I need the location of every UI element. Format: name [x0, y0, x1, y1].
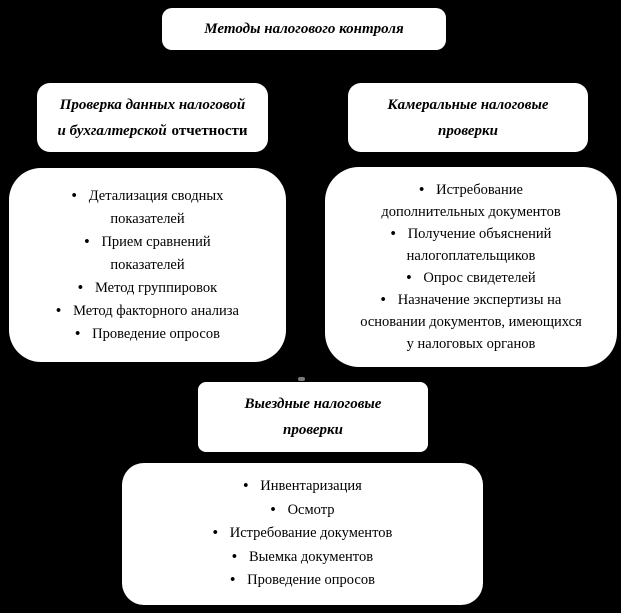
connector-stub [298, 377, 305, 381]
bullet-icon: • [212, 525, 218, 542]
header-line-italic-part: и бухгалтерской [57, 122, 167, 139]
title-box: Методы налогового контроля [162, 8, 446, 50]
list-item: • Выемка документов [222, 546, 383, 570]
list-item: • Опрос свидетелей [396, 267, 545, 289]
bullet-icon: • [380, 292, 386, 308]
list-box-reporting-methods: • Детализация сводных показателей • Прием … [9, 168, 286, 362]
header-line: проверки [283, 422, 343, 438]
header-box-reporting-check: Проверка данных налоговой и бухгалтерско… [37, 83, 268, 152]
bullet-icon: • [75, 325, 81, 342]
list-item-text: Опрос свидетелей [423, 270, 536, 286]
bullet-icon: • [230, 572, 236, 589]
list-item-text: Детализация сводных показателей [88, 187, 224, 227]
list-item: • Метод группировок [68, 277, 227, 300]
list-item: • Метод факторного анализа [46, 300, 249, 323]
list-item-text: Истребование документов [229, 525, 393, 542]
list-item-text: Метод факторного анализа [73, 302, 239, 319]
list-item-text: Истребование дополнительных документов [381, 182, 561, 220]
bullet-icon: • [406, 270, 412, 286]
list-item-text: Прием сравнений показателей [101, 233, 211, 273]
list-item: • Прием сравнений показателей [74, 231, 220, 277]
list-box-field-methods: • Инвентаризация • Осмотр • Истребование до… [122, 463, 483, 605]
list-item-text: Проведение опросов [92, 325, 220, 342]
bullet-icon: • [56, 302, 62, 319]
bullet-icon: • [71, 187, 77, 204]
list-item-text: Осмотр [287, 501, 335, 518]
list-item: • Проведение опросов [65, 323, 230, 346]
list-item: •Истребование дополнительных документов [371, 179, 570, 223]
header-box-cameral-audits: Камеральные налоговые проверки [348, 83, 588, 152]
list-item-text: Получение объяснений налогоплательщиков [406, 226, 552, 264]
bullet-icon: • [243, 478, 249, 495]
list-item: • Проведение опросов [220, 569, 385, 593]
list-item: • Детализация сводных показателей [62, 185, 234, 231]
list-item-text: Инвентаризация [260, 478, 362, 495]
bullet-icon: • [270, 501, 276, 518]
header-line: Выездные налоговые [244, 396, 382, 412]
header-line: проверки [438, 122, 498, 139]
header-box-field-audits: Выездные налоговые проверки [198, 382, 428, 452]
bullet-icon: • [84, 233, 90, 250]
diagram-title: Методы налогового контроля [204, 21, 404, 37]
header-line: Камеральные налоговые [387, 96, 549, 113]
bullet-icon: • [77, 279, 83, 296]
header-line: Проверка данных налоговой [59, 96, 246, 113]
list-item: • Получение объяснений налогоплательщиков [381, 223, 562, 267]
header-line-regular-part: отчетности [171, 122, 248, 139]
list-box-cameral-methods: •Истребование дополнительных документов … [325, 167, 617, 367]
list-item: • Истребование документов [203, 522, 403, 546]
list-item: •Назначение экспертизы на основании доку… [350, 289, 592, 355]
bullet-icon: • [231, 548, 237, 565]
bullet-icon: • [419, 182, 425, 198]
list-item: • Осмотр [261, 499, 345, 523]
list-item: • Инвентаризация [233, 475, 372, 499]
list-item-text: Выемка документов [249, 548, 374, 565]
list-item-text: Метод группировок [94, 279, 218, 296]
list-item-text: Назначение экспертизы на основании докум… [360, 292, 582, 352]
list-item-text: Проведение опросов [247, 572, 375, 589]
bullet-icon: • [390, 226, 396, 242]
